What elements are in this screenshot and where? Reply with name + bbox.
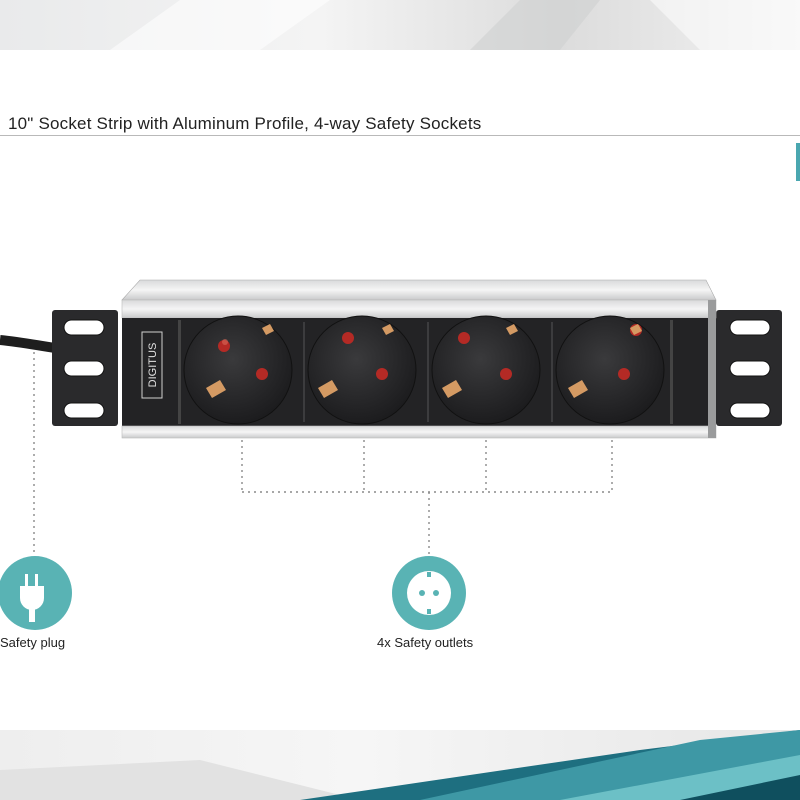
svg-text:DIGITUS: DIGITUS: [147, 343, 159, 388]
title-divider: [0, 135, 800, 136]
bottom-teal-shapes: [0, 730, 800, 800]
digitus-logo: DIGITUS: [141, 331, 163, 399]
socket-3: [431, 315, 541, 425]
socket-strip-image: DIGITUS: [0, 279, 782, 439]
socket-4: [555, 315, 665, 425]
safety-outlet-icon: [392, 556, 466, 630]
safety-outlets-label: 4x Safety outlets: [377, 635, 474, 650]
left-mounting-bracket: [52, 310, 118, 426]
top-background-shapes: [110, 0, 800, 50]
right-mounting-bracket: [716, 310, 782, 426]
page-title: 10" Socket Strip with Aluminum Profile, …: [8, 114, 482, 133]
socket-2: [307, 315, 417, 425]
safety-plug-icon: [0, 556, 72, 630]
safety-plug-label: Safety plug: [0, 635, 66, 650]
side-tab[interactable]: [796, 143, 800, 181]
bottom-background-band: [0, 730, 800, 800]
power-cord: [0, 335, 56, 353]
socket-1: [183, 315, 293, 425]
